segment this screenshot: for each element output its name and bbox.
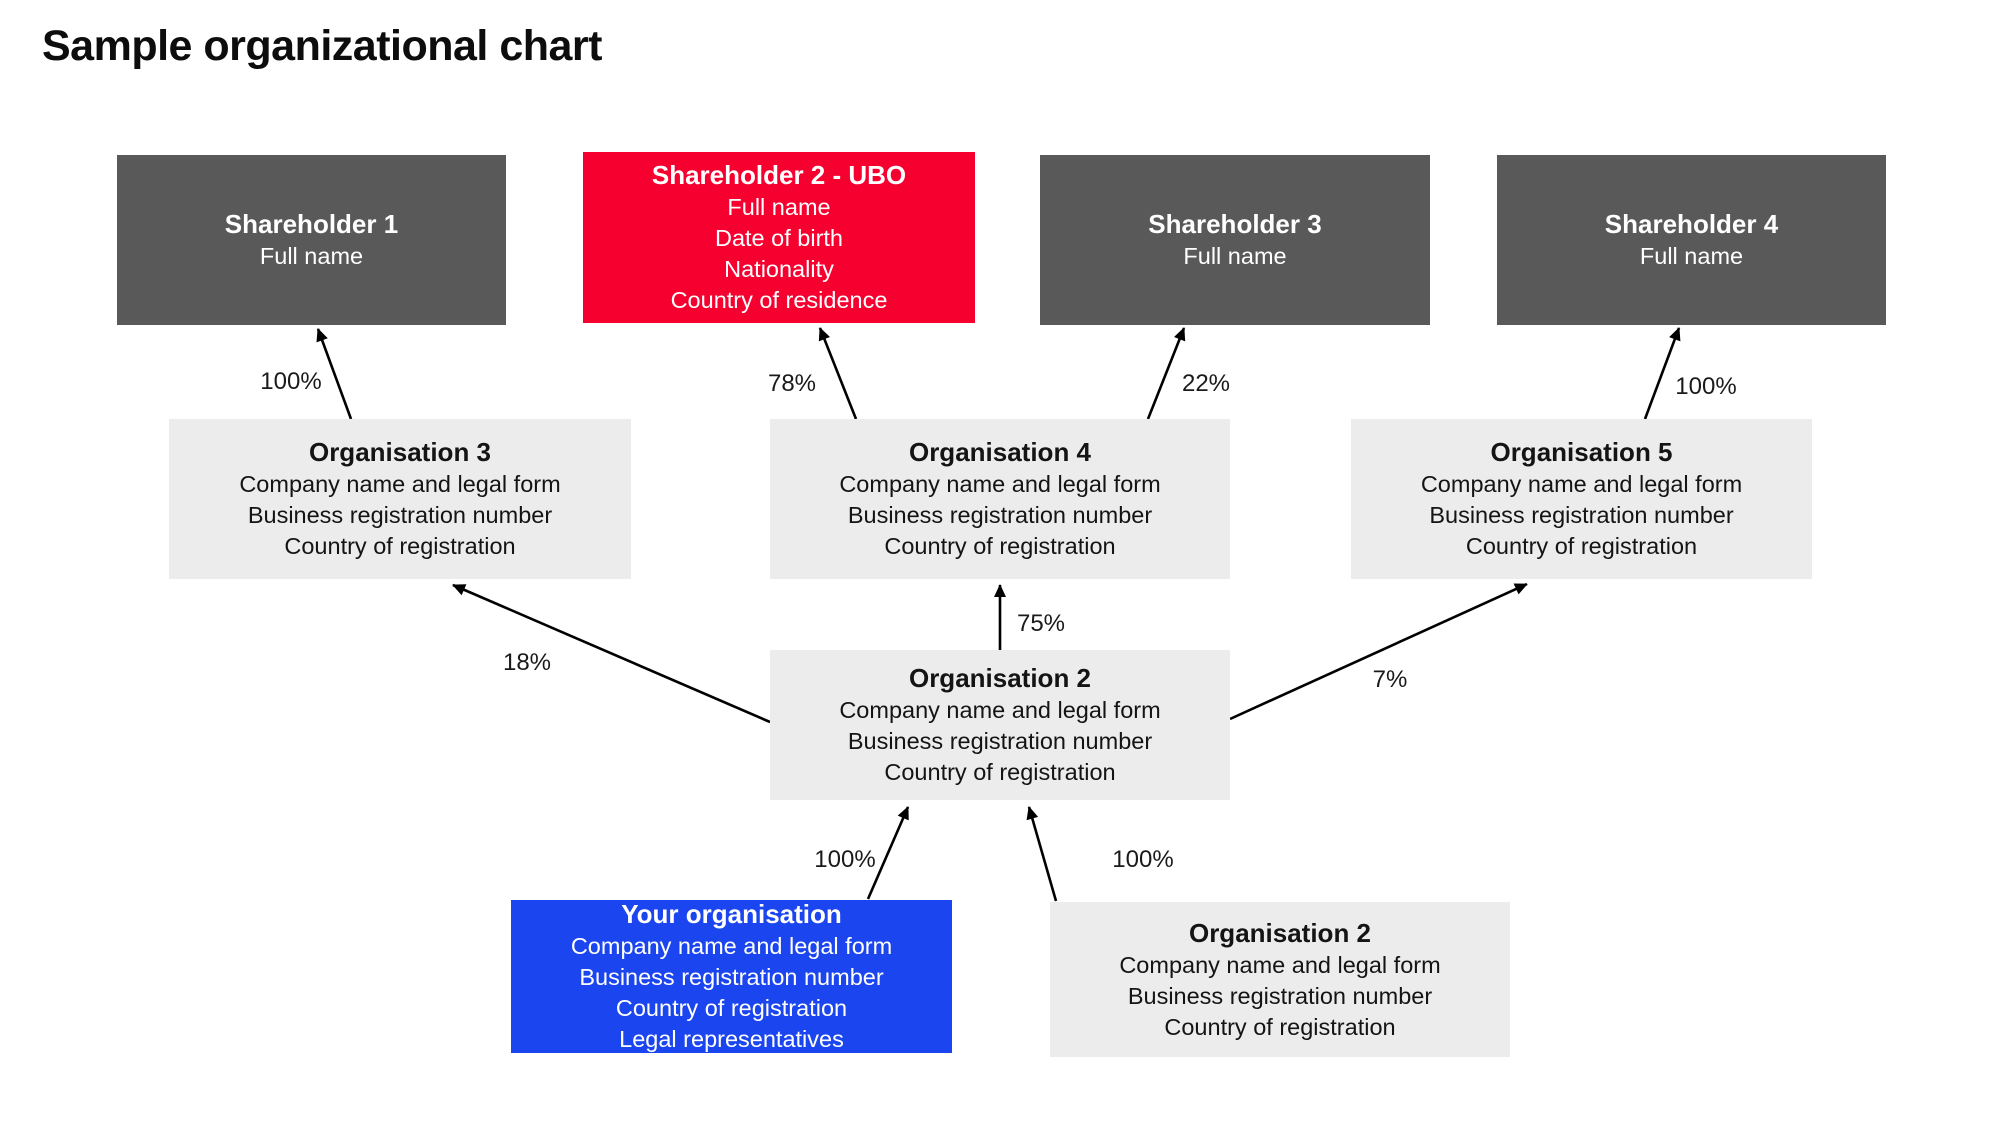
node-line: Business registration number [1127,982,1433,1009]
node-line: Company name and legal form [1420,471,1743,497]
node-line: Full name [259,243,364,269]
edge-label-org4-sh3: 22% [1181,370,1231,397]
node-title: Shareholder 4 [1604,209,1779,239]
node-line: Country of registration [1465,533,1698,559]
node-organisation-5: Organisation 5 Company name and legal fo… [1351,419,1812,579]
page-title: Sample organizational chart [42,22,602,70]
edge-label-org3-sh1: 100% [260,368,322,395]
node-title: Shareholder 3 [1148,209,1322,239]
node-line: Company name and legal form [570,933,893,959]
node-line: Country of registration [1164,1013,1396,1040]
node-shareholder-1: Shareholder 1 Full name [117,155,506,325]
node-line: Company name and legal form [839,697,1161,723]
edge-label-org2-org5: 7% [1372,666,1408,693]
edge-organisation-2-to-organisation-3 [452,583,771,724]
node-line: Full name [727,194,831,220]
edge-label-org2-org3: 18% [502,649,552,676]
node-line: Legal representatives [619,1026,844,1052]
node-line: Business registration number [1429,502,1734,528]
node-line: Business registration number [247,502,553,528]
edge-label-org4-sh2: 78% [767,370,817,397]
edge-label-org2-org4: 75% [1016,610,1066,637]
node-line: Country of registration [884,759,1116,785]
node-line: Full name [1639,243,1744,269]
node-line: Full name [1183,243,1287,269]
edge-organisation-2-to-organisation-5 [1229,582,1528,721]
node-title: Shareholder 1 [224,209,399,239]
node-line: Business registration number [847,502,1153,528]
node-line: Country of registration [884,533,1116,559]
edge-organisation-3-to-shareholder-1 [316,328,353,420]
edge-organisation-4-to-shareholder-3 [1146,327,1186,420]
node-line: Country of registration [615,995,848,1021]
node-line: Company name and legal form [839,471,1161,497]
node-organisation-4: Organisation 4 Company name and legal fo… [770,419,1230,579]
node-line: Date of birth [714,225,843,251]
node-title: Organisation 4 [908,437,1092,467]
node-organisation-2: Organisation 2 Company name and legal fo… [770,650,1230,800]
node-line: Business registration number [579,964,884,990]
node-organisation-2-duplicate: Organisation 2 Company name and legal fo… [1050,902,1510,1057]
node-title: Organisation 5 [1490,437,1673,467]
edge-organisation-4-to-shareholder-2-ubo [818,327,858,420]
node-your-organisation: Your organisation Company name and legal… [511,899,952,1053]
node-shareholder-2-ubo: Shareholder 2 - UBO Full name Date of bi… [583,152,975,323]
node-title: Organisation 2 [1188,917,1372,948]
edge-organisation-5-to-shareholder-4 [1643,327,1681,420]
node-shareholder-3: Shareholder 3 Full name [1040,155,1430,325]
edge-organisation-2-duplicate-to-organisation-2 [1026,806,1058,902]
node-line: Country of residence [670,287,888,313]
node-title: Shareholder 2 - UBO [651,160,907,190]
node-organisation-3: Organisation 3 Company name and legal fo… [169,419,631,579]
node-line: Country of registration [284,533,516,559]
edge-label-org5-sh4: 100% [1675,373,1737,400]
node-title: Organisation 2 [908,663,1092,693]
node-title: Your organisation [621,899,842,929]
node-line: Company name and legal form [1119,951,1441,978]
node-shareholder-4: Shareholder 4 Full name [1497,155,1886,325]
node-line: Company name and legal form [239,471,561,497]
node-line: Business registration number [847,728,1153,754]
edge-label-yourorg-org2: 100% [814,846,876,873]
edge-label-org2dup-org2: 100% [1112,846,1174,873]
node-title: Organisation 3 [308,437,492,467]
node-line: Nationality [724,256,834,282]
